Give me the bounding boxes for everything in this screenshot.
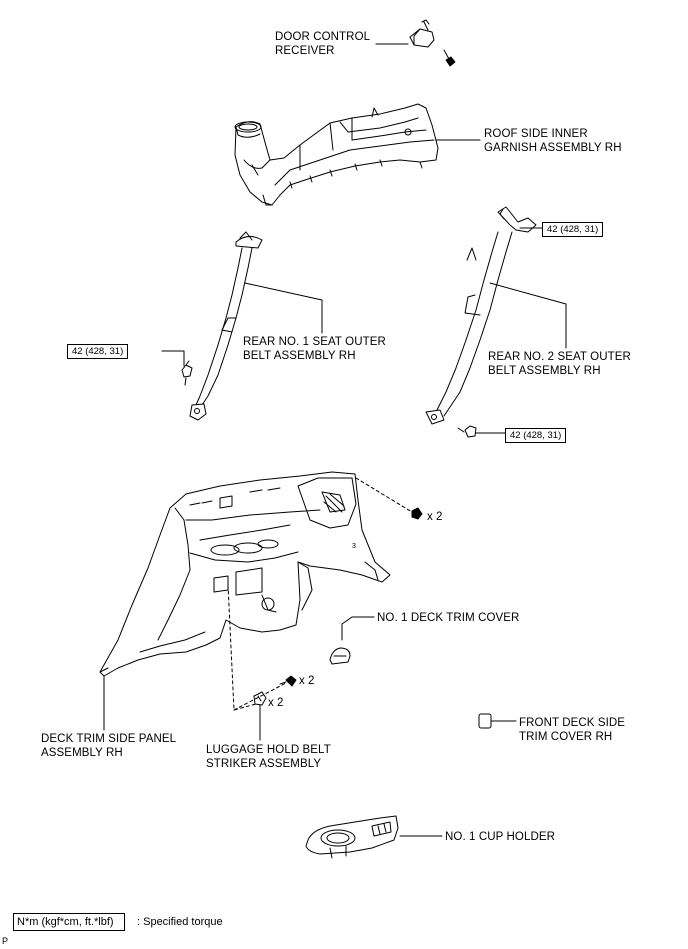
torque-box-rear-no1: 42 (428, 31) [67,344,129,359]
label-front-deck-side-cover: FRONT DECK SIDE TRIM COVER RH [519,717,626,743]
label-door-control-receiver: DOOR CONTROL RECEIVER [275,31,371,57]
leader-rear-no2-belt [489,282,567,349]
no1-cup-holder-part [305,815,399,859]
leader-no1-torque [161,350,185,367]
label-rear-no1-belt: REAR NO. 1 SEAT OUTER BELT ASSEMBLY RH [243,336,386,362]
label-deck-trim-side-panel: DECK TRIM SIDE PANEL ASSEMBLY RH [41,733,177,759]
torque-legend-description: : Specified torque [137,916,223,928]
panel-clip [411,507,423,520]
leader-rear-no1-belt [244,282,323,334]
deck-trim-side-panel-part [99,471,391,677]
panel-mark: 3 [352,543,356,550]
rear-no1-belt-part [189,231,263,421]
label-rear-no2-belt: REAR NO. 2 SEAT OUTER BELT ASSEMBLY RH [488,351,631,377]
torque-box-rear-no2-upper: 42 (428, 31) [542,222,604,237]
qty-panel-clips: x 2 [427,511,443,523]
rear-no2-belt-part [425,206,537,425]
front-deck-side-trim-cover-part [478,713,492,729]
striker-bolt [279,675,297,687]
torque-box-rear-no2-lower: 42 (428, 31) [505,428,567,443]
leader-lines [103,43,567,837]
torque-unit-legend-box: N*m (kgf*cm, ft.*lbf) [13,913,125,931]
install-lines [227,477,413,711]
label-no1-cup-holder: NO. 1 CUP HOLDER [445,831,556,843]
qty-striker-bolts: x 2 [299,675,315,687]
rear-no1-anchor-bolt [181,360,193,386]
leader-deck-trim-cover [341,616,375,641]
door-control-receiver-part [409,19,435,48]
corner-mark: P [2,936,9,946]
receiver-screw [443,49,456,67]
qty-striker-clips: x 2 [268,697,284,709]
label-luggage-hold-belt: LUGGAGE HOLD BELT STRIKER ASSEMBLY [206,744,331,770]
no1-deck-trim-cover-part [329,647,351,665]
label-roof-side-garnish: ROOF SIDE INNER GARNISH ASSEMBLY RH [484,128,622,154]
label-no1-deck-trim-cover: NO. 1 DECK TRIM COVER [377,612,520,624]
roof-side-garnish-part [234,103,439,206]
rear-no2-anchor-bolt [457,425,477,438]
